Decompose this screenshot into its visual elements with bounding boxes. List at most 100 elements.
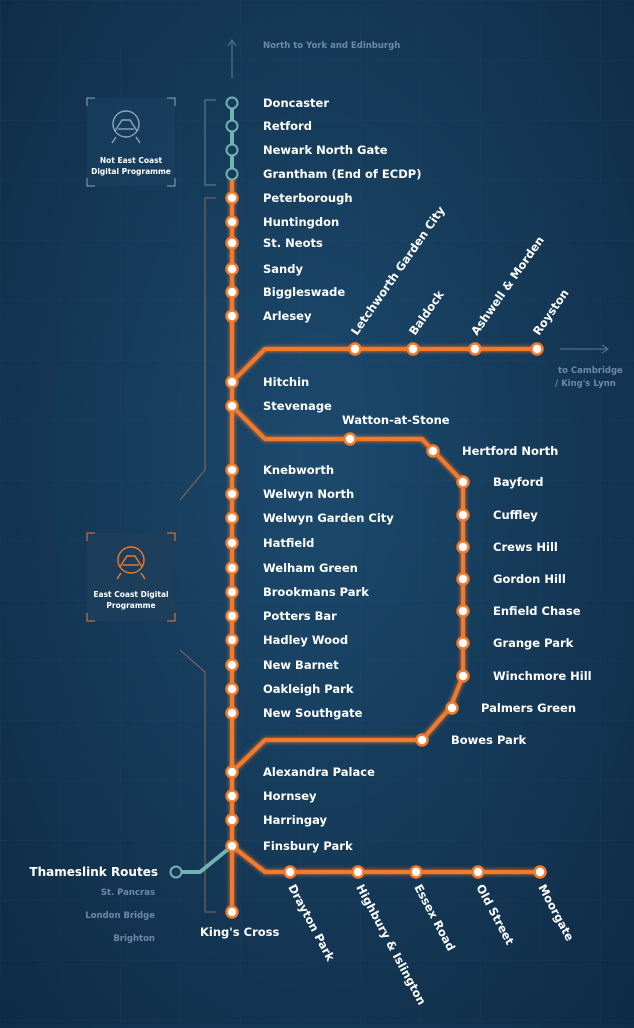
station-node[interactable] bbox=[225, 561, 239, 575]
station-node[interactable] bbox=[225, 285, 239, 299]
station-node[interactable] bbox=[225, 399, 239, 413]
station-node[interactable] bbox=[225, 215, 239, 229]
station-node[interactable] bbox=[225, 585, 239, 599]
station-label: Brookmans Park bbox=[263, 585, 369, 599]
station-node[interactable] bbox=[225, 143, 239, 157]
station-st-neots[interactable]: St. Neots bbox=[225, 236, 323, 250]
station-hornsey[interactable]: Hornsey bbox=[225, 789, 318, 803]
station-bowes-park[interactable]: Bowes Park bbox=[415, 733, 527, 747]
station-node[interactable] bbox=[471, 865, 485, 879]
station-node[interactable] bbox=[456, 669, 470, 683]
station-node[interactable] bbox=[225, 375, 239, 389]
station-node[interactable] bbox=[225, 511, 239, 525]
station-node[interactable] bbox=[426, 444, 440, 458]
station-node[interactable] bbox=[468, 342, 482, 356]
station-biggleswade[interactable]: Biggleswade bbox=[225, 285, 346, 299]
station-node[interactable] bbox=[225, 789, 239, 803]
station-node[interactable] bbox=[343, 432, 357, 446]
station-watton-at-stone[interactable]: Watton-at-Stone bbox=[342, 413, 450, 446]
station-node[interactable] bbox=[225, 236, 239, 250]
station-finsbury-park[interactable]: Finsbury Park bbox=[225, 839, 353, 853]
station-node[interactable] bbox=[225, 682, 239, 696]
station-label: New Southgate bbox=[263, 706, 363, 720]
station-node[interactable] bbox=[225, 536, 239, 550]
station-node[interactable] bbox=[533, 865, 547, 879]
station-welham-green[interactable]: Welham Green bbox=[225, 561, 358, 575]
station-node[interactable] bbox=[456, 475, 470, 489]
station-node[interactable] bbox=[406, 342, 420, 356]
station-node[interactable] bbox=[456, 604, 470, 618]
station-node[interactable] bbox=[225, 706, 239, 720]
station-huntingdon[interactable]: Huntingdon bbox=[225, 215, 340, 229]
station-knebworth[interactable]: Knebworth bbox=[225, 463, 335, 477]
station-new-barnet[interactable]: New Barnet bbox=[225, 658, 340, 672]
station-node[interactable] bbox=[225, 609, 239, 623]
station-new-southgate[interactable]: New Southgate bbox=[225, 706, 363, 720]
station-label: Palmers Green bbox=[481, 701, 576, 715]
station-node[interactable] bbox=[445, 701, 459, 715]
station-node[interactable] bbox=[456, 572, 470, 586]
station-grange-park[interactable]: Grange Park bbox=[456, 636, 574, 650]
station-label: Potters Bar bbox=[263, 609, 337, 623]
station-winchmore-hill[interactable]: Winchmore Hill bbox=[456, 669, 592, 683]
station-label: New Barnet bbox=[263, 658, 339, 672]
station-node[interactable] bbox=[225, 96, 239, 110]
station-newark-north-gate[interactable]: Newark North Gate bbox=[225, 143, 388, 157]
station-palmers-green[interactable]: Palmers Green bbox=[445, 701, 577, 715]
station-cuffley[interactable]: Cuffley bbox=[456, 508, 539, 522]
station-node[interactable] bbox=[225, 905, 239, 919]
station-node[interactable] bbox=[283, 865, 297, 879]
station-welwyn-garden-city[interactable]: Welwyn Garden City bbox=[225, 511, 395, 525]
station-label: Watton-at-Stone bbox=[342, 413, 450, 427]
station-node[interactable] bbox=[225, 633, 239, 647]
station-hertford-north[interactable]: Hertford North bbox=[426, 444, 559, 458]
station-harringay[interactable]: Harringay bbox=[225, 813, 328, 827]
station-node[interactable] bbox=[225, 119, 239, 133]
station-bayford[interactable]: Bayford bbox=[456, 475, 544, 489]
station-hitchin[interactable]: Hitchin bbox=[225, 375, 310, 389]
station-node[interactable] bbox=[348, 342, 362, 356]
station-node[interactable] bbox=[456, 540, 470, 554]
station-king-s-cross[interactable]: King's Cross bbox=[200, 905, 279, 940]
station-arlesey[interactable]: Arlesey bbox=[225, 309, 312, 323]
station-node[interactable] bbox=[530, 342, 544, 356]
station-node[interactable] bbox=[225, 167, 239, 181]
station-retford[interactable]: Retford bbox=[225, 119, 312, 133]
station-peterborough[interactable]: Peterborough bbox=[225, 191, 353, 205]
route-cambridge-branch bbox=[230, 347, 539, 384]
station-label: Hatfield bbox=[263, 536, 314, 550]
station-node[interactable] bbox=[225, 658, 239, 672]
station-node[interactable] bbox=[456, 636, 470, 650]
legend-ecdp-line1: East Coast Digital bbox=[93, 590, 168, 599]
station-label: Doncaster bbox=[263, 96, 329, 110]
station-welwyn-north[interactable]: Welwyn North bbox=[225, 487, 355, 501]
station-hatfield[interactable]: Hatfield bbox=[225, 536, 315, 550]
station-node[interactable] bbox=[456, 508, 470, 522]
station-label: Crews Hill bbox=[493, 540, 558, 554]
station-stevenage[interactable]: Stevenage bbox=[225, 399, 333, 413]
station-node[interactable] bbox=[415, 733, 429, 747]
station-crews-hill[interactable]: Crews Hill bbox=[456, 540, 558, 554]
station-node[interactable] bbox=[225, 839, 239, 853]
station-node[interactable] bbox=[225, 191, 239, 205]
station-node[interactable] bbox=[225, 463, 239, 477]
station-node[interactable] bbox=[351, 865, 365, 879]
station-node[interactable] bbox=[225, 813, 239, 827]
station-brookmans-park[interactable]: Brookmans Park bbox=[225, 585, 370, 599]
station-node[interactable] bbox=[225, 262, 239, 276]
station-doncaster[interactable]: Doncaster bbox=[225, 96, 330, 110]
station-hadley-wood[interactable]: Hadley Wood bbox=[225, 633, 349, 647]
station-enfield-chase[interactable]: Enfield Chase bbox=[456, 604, 581, 618]
station-alexandra-palace[interactable]: Alexandra Palace bbox=[225, 765, 376, 779]
station-node[interactable] bbox=[225, 487, 239, 501]
station-node[interactable] bbox=[225, 309, 239, 323]
station-gordon-hill[interactable]: Gordon Hill bbox=[456, 572, 566, 586]
station-grantham-end-of-ecdp[interactable]: Grantham (End of ECDP) bbox=[225, 167, 422, 181]
station-node[interactable] bbox=[225, 765, 239, 779]
ecdp-bracket bbox=[179, 197, 216, 913]
station-node[interactable] bbox=[409, 865, 423, 879]
station-sandy[interactable]: Sandy bbox=[225, 262, 304, 276]
station-potters-bar[interactable]: Potters Bar bbox=[225, 609, 338, 623]
station-oakleigh-park[interactable]: Oakleigh Park bbox=[225, 682, 354, 696]
station-label: Welwyn Garden City bbox=[263, 511, 394, 525]
